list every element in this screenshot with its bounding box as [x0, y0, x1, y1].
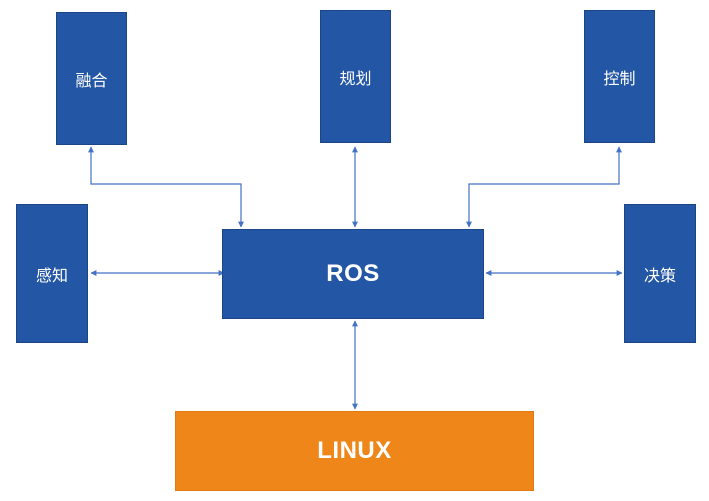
- ros-label: ROS: [326, 260, 380, 287]
- linux-node: LINUX: [175, 411, 534, 491]
- fusion-ros-connector: [88, 146, 244, 228]
- decision-node: 决策: [624, 204, 696, 343]
- control-ros-connector: [466, 146, 622, 228]
- perception-node: 感知: [16, 204, 88, 343]
- control-label: 控制: [603, 68, 636, 88]
- decision-label: 决策: [643, 265, 676, 285]
- planning-label: 规划: [339, 68, 372, 88]
- linux-label: LINUX: [317, 437, 392, 464]
- perception-label: 感知: [35, 265, 68, 285]
- fusion-label: 融合: [75, 70, 108, 90]
- fusion-node: 融合: [56, 12, 127, 145]
- control-node: 控制: [584, 10, 655, 143]
- ros-node: ROS: [222, 229, 484, 319]
- planning-node: 规划: [320, 10, 391, 143]
